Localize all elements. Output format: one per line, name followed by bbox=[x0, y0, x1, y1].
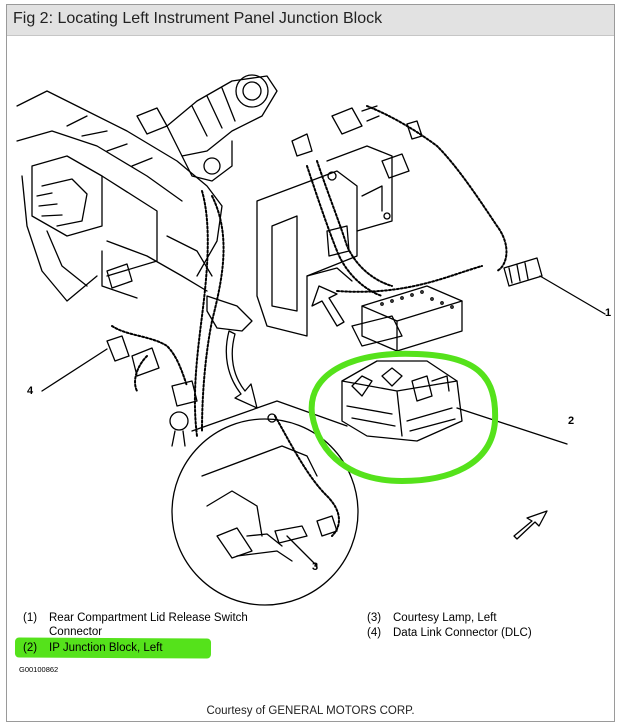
callout-number-1: 1 bbox=[605, 307, 612, 319]
figure-header: Fig 2: Locating Left Instrument Panel Ju… bbox=[7, 5, 614, 36]
legend-item-3: (3) Courtesy Lamp, Left bbox=[367, 611, 497, 625]
instrument-panel-structure bbox=[16, 90, 253, 332]
legend-item-1-cont: Connector bbox=[49, 625, 102, 639]
front-direction-arrow bbox=[513, 510, 548, 540]
legend-item-1: (1) Rear Compartment Lid Release Switch bbox=[23, 611, 248, 625]
figure-code: G00100862 bbox=[19, 665, 59, 674]
mounting-bracket bbox=[256, 145, 393, 337]
legend-text: Courtesy Lamp, Left bbox=[393, 612, 497, 624]
legend-text: Rear Compartment Lid Release Switch bbox=[49, 612, 248, 624]
callout-number-2: 2 bbox=[568, 415, 575, 427]
location-arrow bbox=[311, 285, 345, 327]
callout-number-3: 3 bbox=[312, 561, 319, 573]
wiring-illustration bbox=[16, 74, 606, 606]
connectors-top bbox=[291, 105, 423, 257]
legend-number: (2) bbox=[23, 642, 38, 654]
legend-number: (4) bbox=[367, 627, 382, 639]
wiring-harness bbox=[111, 105, 508, 537]
ip-junction-block bbox=[341, 360, 463, 442]
legend-text: Data Link Connector (DLC) bbox=[393, 627, 532, 639]
legend-number: (1) bbox=[23, 612, 38, 624]
legend-number: (3) bbox=[367, 612, 382, 624]
legend-item-4: (4) Data Link Connector (DLC) bbox=[367, 626, 532, 640]
legend-text: Connector bbox=[49, 626, 103, 638]
figure-title: Fig 2: Locating Left Instrument Panel Ju… bbox=[13, 10, 383, 27]
legend-item-2: (2) IP Junction Block, Left bbox=[23, 641, 163, 655]
detail-arrow bbox=[225, 330, 258, 409]
legend-text: IP Junction Block, Left bbox=[49, 642, 163, 654]
data-link-connector bbox=[106, 335, 198, 447]
figure-frame: Fig 2: Locating Left Instrument Panel Ju… bbox=[6, 4, 615, 722]
rear-lid-release-connector bbox=[503, 257, 543, 287]
courtesy-credit: Courtesy of GENERAL MOTORS CORP. bbox=[206, 705, 415, 717]
callout-number-4: 4 bbox=[27, 385, 34, 397]
relay-cluster bbox=[351, 285, 463, 352]
detail-view-circle bbox=[171, 400, 359, 606]
steering-column-components bbox=[136, 74, 278, 182]
highlight-circle-junction-block bbox=[308, 350, 499, 484]
